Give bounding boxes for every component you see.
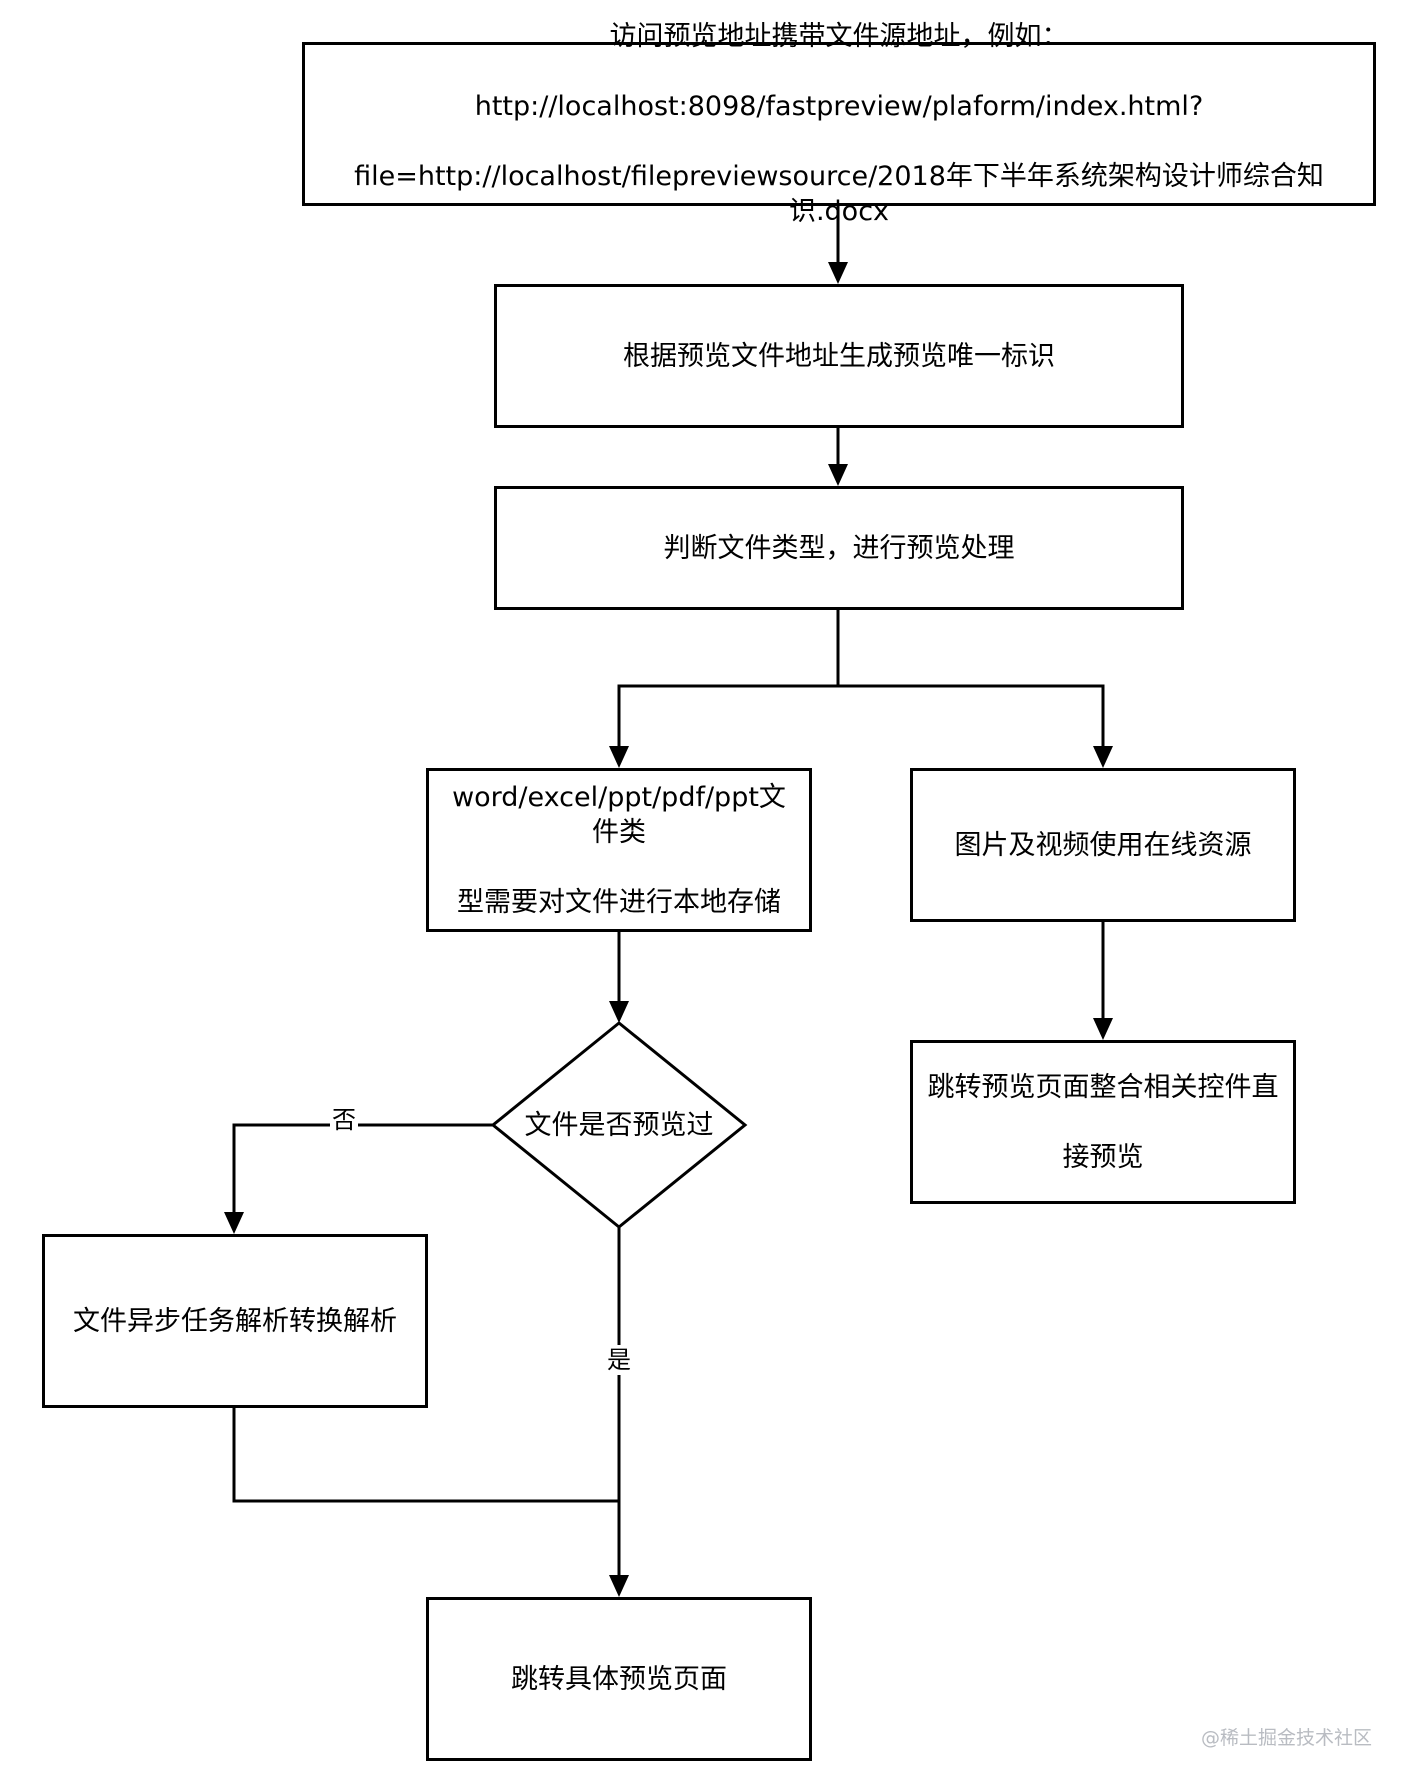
edge-decision-yes-arrowhead [609, 1575, 629, 1597]
edge-decision-no [232, 1123, 493, 1228]
edge-label-no: 否 [330, 1105, 358, 1135]
office-store-text: word/excel/ppt/pdf/ppt文件类 型需要对文件进行本地存储 [439, 745, 799, 955]
access-url-line-2: http://localhost:8098/fastpreview/plafor… [474, 91, 1204, 122]
decision-diamond [490, 1021, 748, 1229]
jump-detail-text: 跳转具体预览页面 [511, 1663, 727, 1695]
jump-detail-box: 跳转具体预览页面 [426, 1597, 812, 1761]
access-url-line-1: 访问预览地址携带文件源地址，例如： [609, 21, 1069, 52]
office-store-line-1: word/excel/ppt/pdf/ppt文件类 [452, 782, 786, 848]
edge-label-yes: 是 [605, 1345, 633, 1375]
edge-genid-to-judge-arrowhead [828, 464, 848, 486]
edge-judge-to-office-arrowhead [609, 746, 629, 768]
jump-integrate-box: 跳转预览页面整合相关控件直 接预览 [910, 1040, 1296, 1204]
online-media-text: 图片及视频使用在线资源 [954, 829, 1252, 861]
gen-id-box: 根据预览文件地址生成预览唯一标识 [494, 284, 1184, 428]
decision-previewed-text: 文件是否预览过 [524, 1109, 714, 1141]
judge-type-box: 判断文件类型，进行预览处理 [494, 486, 1184, 610]
jump-integrate-line-1: 跳转预览页面整合相关控件直 [927, 1071, 1279, 1103]
edge-async-merge [232, 1408, 619, 1503]
watermark: @稀土掘金技术社区 [1200, 1727, 1372, 1749]
edge-judge-to-office [617, 610, 840, 762]
jump-integrate-text: 跳转预览页面整合相关控件直 接预览 [928, 1035, 1279, 1210]
async-convert-text: 文件异步任务解析转换解析 [73, 1305, 397, 1337]
judge-type-text: 判断文件类型，进行预览处理 [663, 532, 1015, 564]
access-url-text: 访问预览地址携带文件源地址，例如： http://localhost:8098/… [315, 0, 1363, 264]
jump-integrate-line-2: 接预览 [1062, 1141, 1144, 1173]
edge-office-to-decision-arrowhead [609, 1001, 629, 1023]
async-convert-box: 文件异步任务解析转换解析 [42, 1234, 428, 1408]
office-store-box: word/excel/ppt/pdf/ppt文件类 型需要对文件进行本地存储 [426, 768, 812, 932]
edge-judge-to-media [838, 684, 1105, 762]
edge-media-to-integrate-arrowhead [1093, 1018, 1113, 1040]
edge-url-to-genid-arrowhead [828, 262, 848, 284]
edge-judge-to-media-arrowhead [1093, 746, 1113, 768]
access-url-line-3: file=http://localhost/filepreviewsource/… [354, 161, 1324, 227]
gen-id-text: 根据预览文件地址生成预览唯一标识 [623, 340, 1055, 372]
office-store-line-2: 型需要对文件进行本地存储 [457, 887, 781, 918]
access-url-box: 访问预览地址携带文件源地址，例如： http://localhost:8098/… [302, 21, 1376, 227]
edge-decision-no-arrowhead [224, 1212, 244, 1234]
online-media-box: 图片及视频使用在线资源 [910, 768, 1296, 922]
